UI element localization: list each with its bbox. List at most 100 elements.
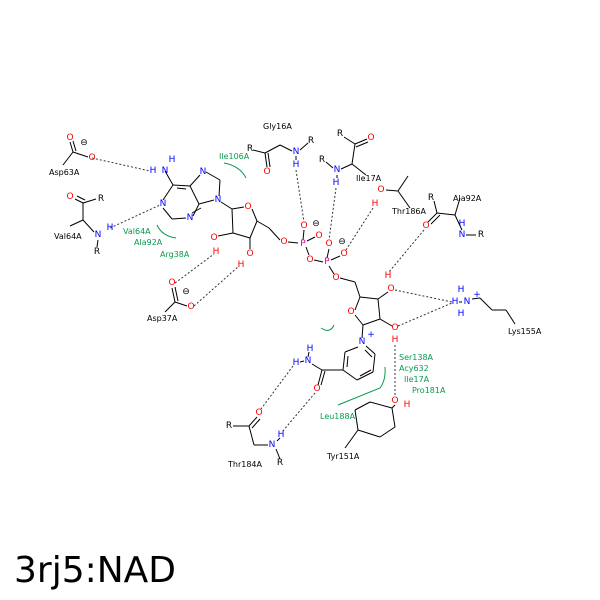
bond	[299, 142, 309, 151]
bond	[479, 297, 493, 311]
atom-N: N	[162, 166, 169, 176]
bond	[248, 425, 255, 446]
bond	[397, 175, 409, 192]
bond	[362, 318, 381, 326]
atom-R: R	[319, 155, 325, 165]
atom-O: O	[340, 249, 347, 259]
atom-minus: ⊖	[338, 237, 346, 247]
bond	[359, 369, 372, 377]
hydrophobic-arg38: Arg38A	[160, 250, 190, 259]
atom-R: R	[428, 193, 434, 203]
bond	[311, 363, 323, 371]
hydrophobic-val64: Val64A	[123, 227, 151, 236]
hydrogen-bond-line	[295, 169, 305, 223]
hydrogen-bond-line	[388, 229, 425, 273]
bond	[299, 360, 305, 363]
atom-O: O	[313, 384, 320, 394]
hydrogen-bond-line	[91, 157, 151, 172]
bond	[191, 207, 202, 214]
atom-minus: ⊖	[312, 219, 320, 229]
atom-N: N	[334, 165, 341, 175]
hydrogen-bond-line	[281, 392, 316, 433]
atom-R: R	[478, 230, 484, 240]
residue-lys155: Lys155A	[508, 327, 542, 336]
hydrophobic-acy632: Acy632	[399, 364, 429, 373]
residue-labels: Gly16A Asp63A Val64A Ile17A Thr186A Ala9…	[49, 122, 542, 469]
bond	[164, 301, 176, 313]
atom-O: O	[246, 249, 253, 259]
hydrophobic-contact-arc	[337, 366, 386, 406]
atom-H: H	[385, 271, 392, 281]
atom-P: P	[300, 239, 306, 249]
atom-H: H	[238, 260, 245, 270]
bond	[96, 239, 99, 248]
bond	[385, 189, 399, 192]
atom-O: O	[88, 153, 95, 163]
bond	[217, 232, 234, 237]
atom-R: R	[337, 129, 343, 139]
atom-N: N	[459, 230, 466, 240]
atom-N: N	[293, 147, 300, 157]
atom-O: O	[300, 221, 307, 231]
bond	[377, 298, 381, 320]
bond	[162, 207, 173, 220]
hydrophobic-contact-arc	[156, 224, 177, 239]
bond	[391, 404, 396, 409]
atom-O: O	[347, 307, 354, 317]
hydrogen-bonds	[91, 157, 453, 433]
residue-thr186: Thr186A	[391, 207, 427, 216]
bond	[369, 401, 393, 409]
atom-O: O	[263, 167, 270, 177]
residue-asp37: Asp37A	[147, 314, 178, 323]
atom-O: O	[210, 233, 217, 243]
atom-O: O	[244, 202, 251, 212]
atom-minus: ⊖	[80, 138, 88, 148]
bond	[354, 401, 371, 411]
atom-O: O	[255, 408, 262, 418]
bond	[82, 198, 97, 204]
bond	[220, 201, 233, 210]
residue-ala92: Ala92A	[453, 194, 482, 203]
bond	[339, 277, 356, 283]
bond	[342, 369, 358, 381]
bond	[355, 141, 369, 148]
diagram-title: 3rj5:NAD	[14, 550, 177, 591]
hydrophobic-leu188: Leu188A	[320, 412, 356, 421]
bond	[171, 217, 187, 220]
bond	[306, 236, 316, 242]
atom-H: H	[333, 178, 340, 188]
bond	[505, 309, 516, 325]
bond	[307, 351, 310, 358]
atom-R: R	[247, 144, 253, 154]
atom-N: N	[359, 337, 366, 347]
bond	[189, 174, 201, 187]
atom-O: O	[391, 396, 398, 406]
atom-O: O	[422, 221, 429, 231]
residue-val64: Val64A	[54, 232, 82, 241]
atom-N: N	[95, 230, 102, 240]
bond	[313, 259, 324, 263]
atom-O: O	[280, 237, 287, 247]
bond	[164, 170, 174, 186]
atom-O: O	[332, 273, 339, 283]
bond	[346, 355, 349, 368]
hydrophobic-ala92: Ala92A	[134, 238, 163, 247]
bond	[174, 301, 188, 307]
bond	[379, 426, 396, 438]
atom-O: O	[391, 323, 398, 333]
hydrophobic-ser138: Ser138A	[399, 353, 434, 362]
bond	[364, 349, 373, 358]
atom-P: P	[324, 257, 330, 267]
bond	[344, 346, 359, 353]
atom-H: H	[169, 155, 176, 165]
bond	[305, 246, 310, 256]
bond	[356, 371, 374, 381]
atom-H: H	[458, 309, 465, 319]
bond	[430, 214, 441, 225]
atom-O: O	[325, 239, 332, 249]
atom-H: H	[307, 344, 314, 354]
bond	[372, 353, 376, 373]
atom-N: N	[215, 195, 222, 205]
bond	[174, 286, 179, 302]
